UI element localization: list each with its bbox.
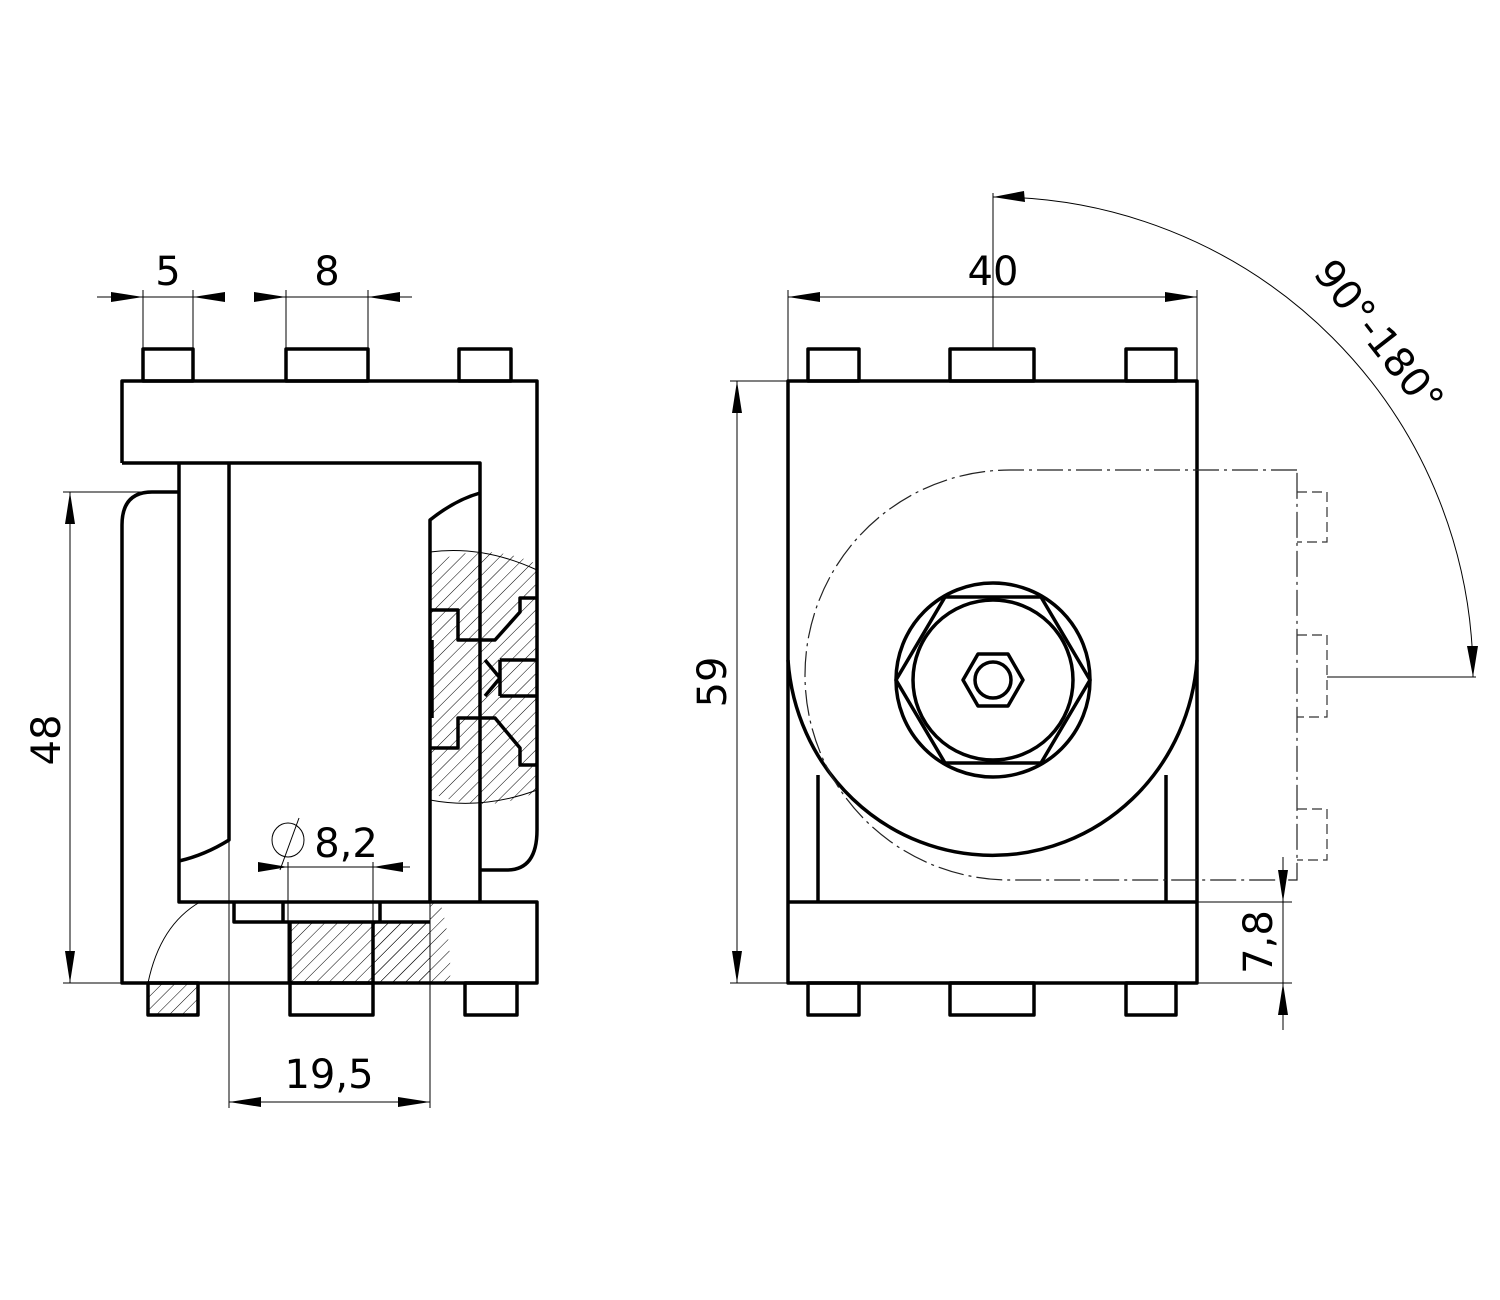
dimension-height: 48 (24, 491, 152, 984)
dim-label: 7,8 (1236, 910, 1282, 974)
dimension-width: 19,5 (229, 1052, 430, 1107)
front-view: 40 59 7,8 90°-180° (690, 191, 1478, 1030)
pin (288, 981, 375, 1017)
pin (141, 347, 195, 383)
body-outline (786, 379, 1199, 985)
body-outline (120, 379, 539, 872)
dimension-pin-width: 5 (97, 249, 225, 349)
pin (457, 347, 513, 383)
dim-label: 90°-180° (1304, 251, 1452, 422)
hex-socket-icon (961, 652, 1025, 708)
pin (1124, 347, 1178, 383)
dimension-angle: 90°-180° (992, 191, 1478, 678)
hex-bolt (894, 581, 1092, 779)
section-hatch (147, 550, 538, 1015)
dimension-bore: 8,2 (258, 817, 410, 872)
dimension-pin-center: 8 (254, 249, 412, 349)
pin (284, 347, 370, 383)
diameter-icon (271, 822, 305, 858)
dim-label: 48 (24, 715, 70, 766)
pin (948, 981, 1036, 1017)
dim-label: 8,2 (314, 821, 378, 867)
dimension-height: 59 (690, 380, 788, 984)
pin (806, 981, 861, 1017)
side-view: 5 8 48 19,5 8,2 (24, 249, 539, 1108)
dim-label: 5 (155, 249, 180, 295)
dim-label: 59 (690, 657, 736, 708)
screw-section (430, 540, 537, 810)
dimension-plate: 7,8 (1197, 857, 1292, 1030)
pin (1124, 981, 1178, 1017)
pin (806, 347, 861, 383)
dim-label: 19,5 (284, 1052, 373, 1098)
pin (463, 981, 519, 1017)
phantom-rotated-position (804, 469, 1328, 881)
pin (948, 347, 1036, 383)
dim-label: 8 (314, 249, 339, 295)
